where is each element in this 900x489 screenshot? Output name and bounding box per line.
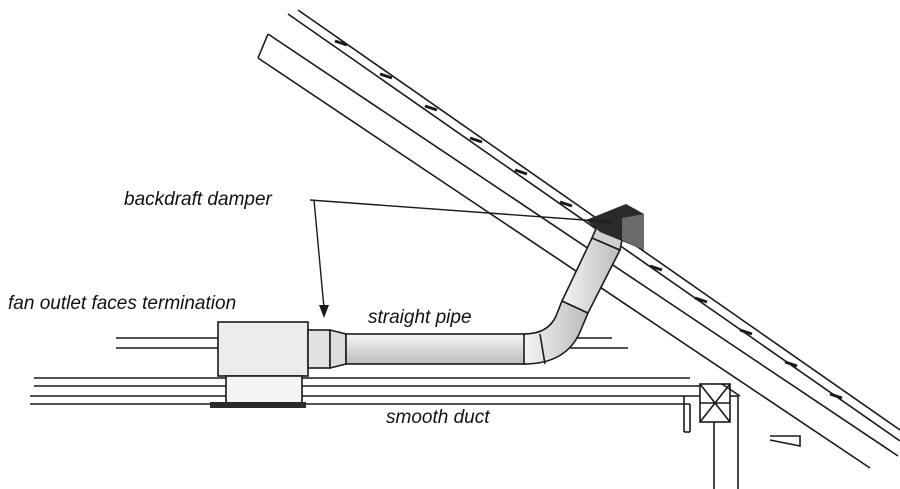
roof-jack [586, 204, 644, 250]
exhaust-fan [210, 321, 331, 408]
fascia [721, 383, 801, 447]
duct-elbow [523, 299, 590, 365]
fan-grille-box [225, 375, 303, 405]
riser-pipe [560, 236, 622, 315]
label-straight-pipe: straight pipe [368, 307, 472, 328]
fan-housing [217, 321, 309, 377]
top-plate [699, 383, 739, 489]
damper-leader [309, 199, 613, 223]
arrowhead [319, 305, 329, 318]
collar-leader [313, 199, 325, 309]
shingles [334, 39, 843, 400]
ceiling-framing [30, 337, 700, 433]
roof [257, 9, 900, 469]
label-smooth-duct: smooth duct [386, 407, 490, 428]
leader-lines [309, 199, 613, 318]
straight-pipe [329, 328, 527, 370]
roof-line-2 [287, 13, 900, 442]
label-backdraft-damper: backdraft damper [124, 189, 272, 210]
roof-line-4 [257, 57, 871, 469]
fan-collar [307, 329, 331, 369]
fan-grille [210, 402, 306, 408]
label-fan-outlet: fan outlet faces termination [8, 293, 237, 314]
roof-line-3 [267, 33, 899, 457]
